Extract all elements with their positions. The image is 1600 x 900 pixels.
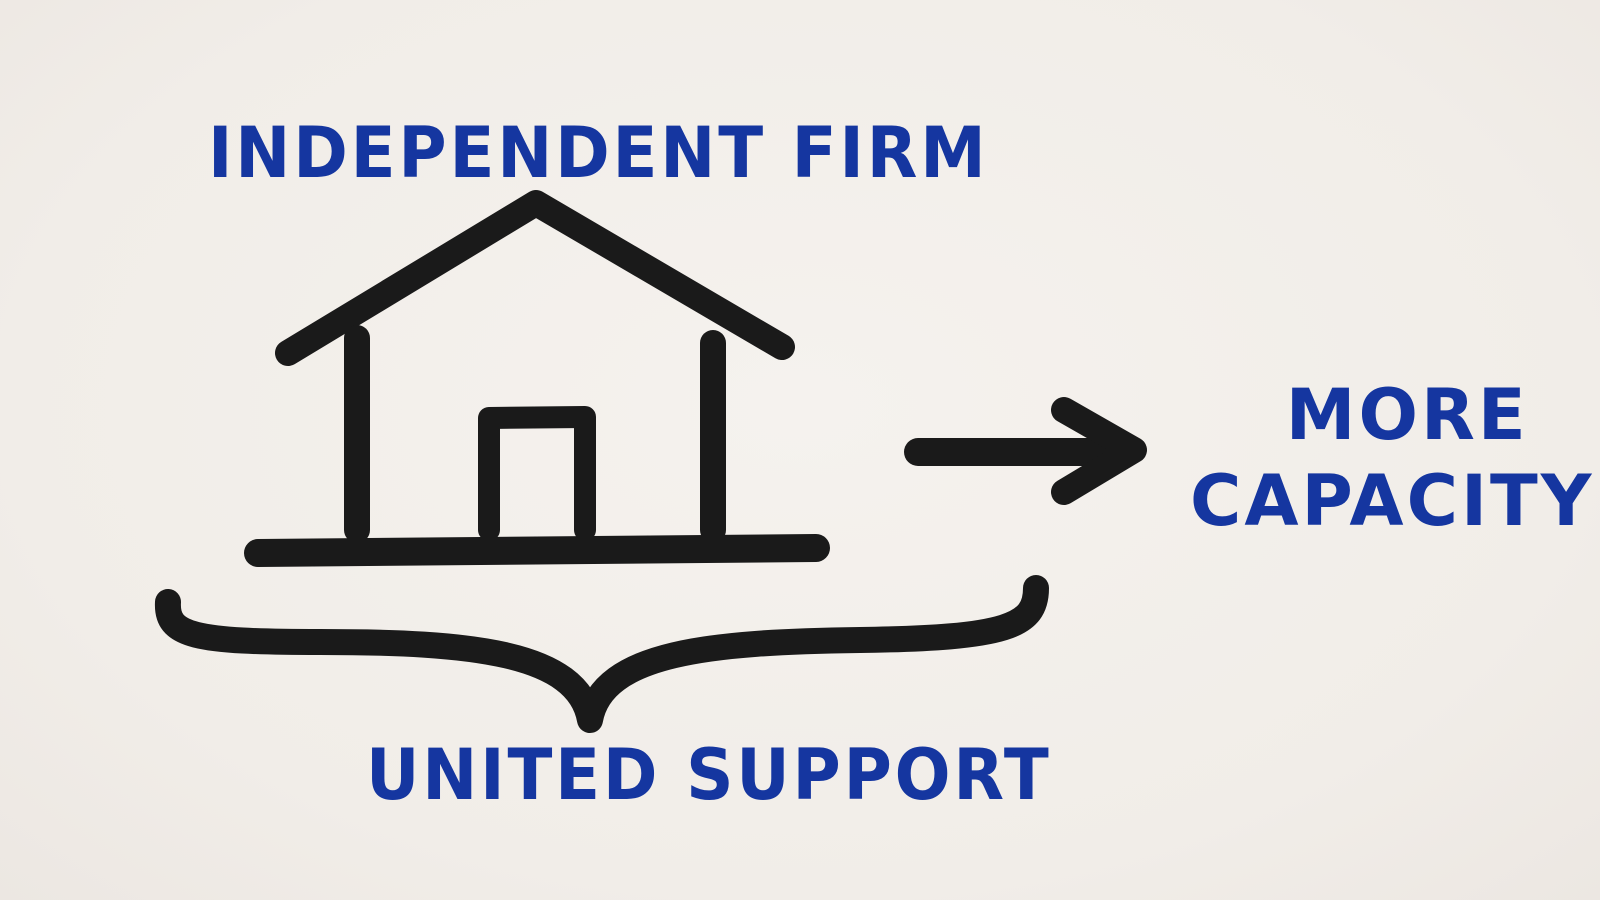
- independent-firm-label: INDEPENDENT FIRM: [208, 112, 989, 194]
- arrow-head: [1051, 397, 1147, 505]
- more-capacity-label: MORE CAPACITY: [1190, 372, 1594, 544]
- united-support-label: UNITED SUPPORT: [366, 734, 1052, 816]
- curly-brace-icon: [154, 575, 1049, 733]
- house-icon: [244, 190, 830, 567]
- house-roof: [275, 190, 795, 366]
- house-ground-line: [244, 534, 830, 567]
- more-capacity-line-1: MORE: [1285, 374, 1529, 456]
- house-door: [478, 406, 596, 541]
- more-capacity-line-2: CAPACITY: [1190, 460, 1595, 543]
- arrow-right-icon: [904, 397, 1147, 505]
